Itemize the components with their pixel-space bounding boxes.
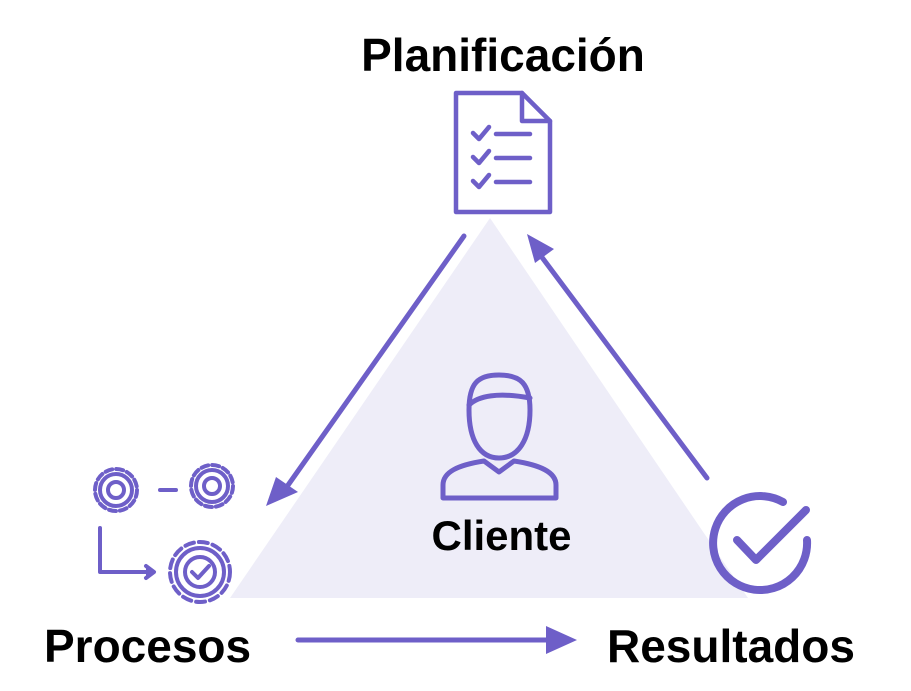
node-label-results: Resultados xyxy=(607,620,855,672)
node-label-planning: Planificación xyxy=(361,29,645,81)
background-triangle xyxy=(230,218,748,598)
gears-process-icon xyxy=(93,463,235,604)
arrow-planning-to-processes xyxy=(266,233,467,506)
node-label-processes: Procesos xyxy=(44,620,252,672)
node-label-client: Cliente xyxy=(431,512,572,559)
arrow-results-to-planning xyxy=(527,234,710,481)
checklist-document-icon xyxy=(453,90,553,215)
check-circle-icon xyxy=(709,492,812,594)
arrow-processes-to-results xyxy=(295,626,577,654)
user-avatar-icon xyxy=(440,372,559,501)
